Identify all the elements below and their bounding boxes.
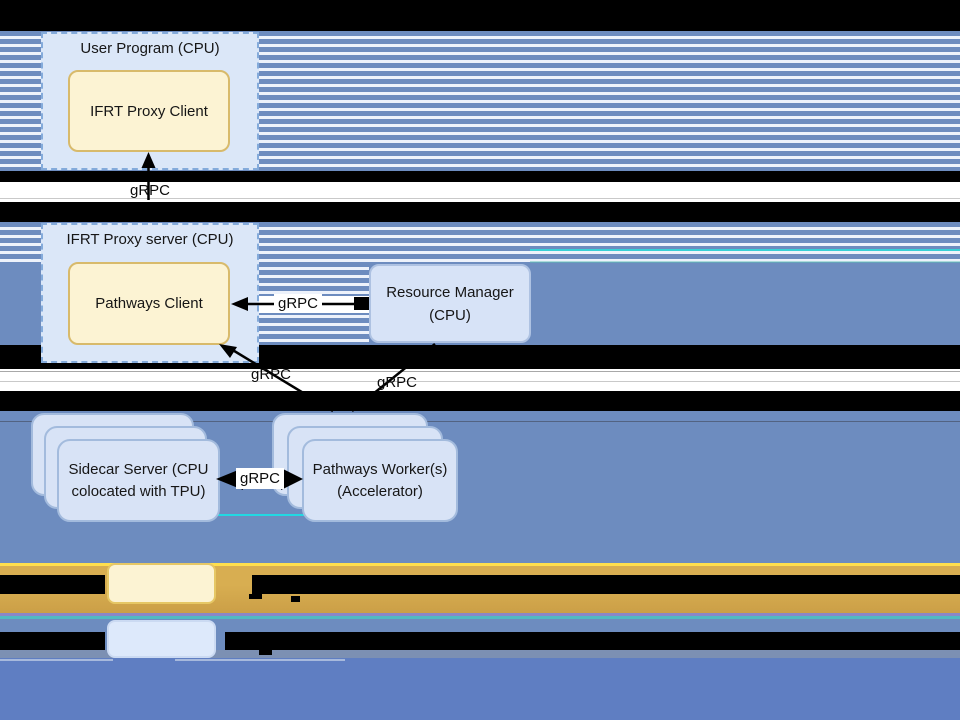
glitch-light-tick <box>175 659 345 661</box>
glitch-black-band-3 <box>0 202 960 222</box>
legend-yellow-swatch <box>107 563 216 604</box>
glitch-cyan-line-2 <box>218 514 370 516</box>
sidecar-line2: colocated with TPU) <box>71 482 206 500</box>
ifrt-proxy-server-title: IFRT Proxy server (CPU) <box>66 231 234 248</box>
sidecar-stack-front: Sidecar Server (CPU colocated with TPU) <box>57 439 220 522</box>
pathways-client-box: Pathways Client <box>68 262 230 345</box>
legend-redacted-bar <box>0 632 105 650</box>
workers-stack-front: Pathways Worker(s) (Accelerator) <box>302 439 458 522</box>
glitch-gray-band <box>0 650 960 658</box>
glitch-black-band-5 <box>0 391 960 411</box>
glitch-black-band-top <box>0 0 960 31</box>
hairline <box>0 198 960 199</box>
legend-redacted-bar <box>0 575 105 594</box>
redacted-fragment <box>259 650 272 655</box>
grpc-label-rm-workers: gRPC <box>377 374 418 391</box>
grpc-text: gRPC <box>239 470 280 487</box>
glitch-white-band-2 <box>0 369 960 391</box>
ifrt-proxy-client-label: IFRT Proxy Client <box>90 102 208 120</box>
glitch-cyan-line <box>530 249 960 251</box>
glitch-teal-line-2 <box>0 616 960 619</box>
legend-redacted-text-bar-1 <box>252 575 960 594</box>
legend-redacted-text-bar-2 <box>225 632 960 650</box>
resource-manager-box: Resource Manager (CPU) <box>369 264 531 343</box>
resource-manager-line1: Resource Manager <box>386 283 514 301</box>
hairline <box>0 371 960 372</box>
glitch-black-band-2 <box>0 171 960 182</box>
redacted-fragment <box>249 594 262 599</box>
grpc-text: gRPC <box>277 295 318 312</box>
workers-line1: Pathways Worker(s) <box>312 460 448 478</box>
grpc-label-rm: gRPC <box>274 294 322 313</box>
user-program-title: User Program (CPU) <box>80 40 220 57</box>
glitch-purple-line <box>0 613 960 616</box>
sidecar-line1: Sidecar Server (CPU <box>68 460 209 478</box>
legend-blue-swatch <box>107 620 216 658</box>
glitch-light-tick <box>0 659 113 661</box>
grpc-label-stacks: gRPC <box>236 468 284 489</box>
redacted-fragment <box>291 596 300 602</box>
ifrt-proxy-client-box: IFRT Proxy Client <box>68 70 230 152</box>
glitch-teal-line <box>530 261 960 263</box>
resource-manager-line2: (CPU) <box>429 306 471 324</box>
hairline <box>0 381 960 382</box>
workers-line2: (Accelerator) <box>337 482 423 500</box>
glitch-gray-line <box>0 421 960 422</box>
grpc-label-workers-pc: gRPC <box>251 366 292 383</box>
grpc-label-client: gRPC <box>130 182 171 199</box>
glitch-white-band-1 <box>0 182 960 202</box>
pathways-client-label: Pathways Client <box>95 295 203 312</box>
bottom-blue-region <box>0 658 960 720</box>
